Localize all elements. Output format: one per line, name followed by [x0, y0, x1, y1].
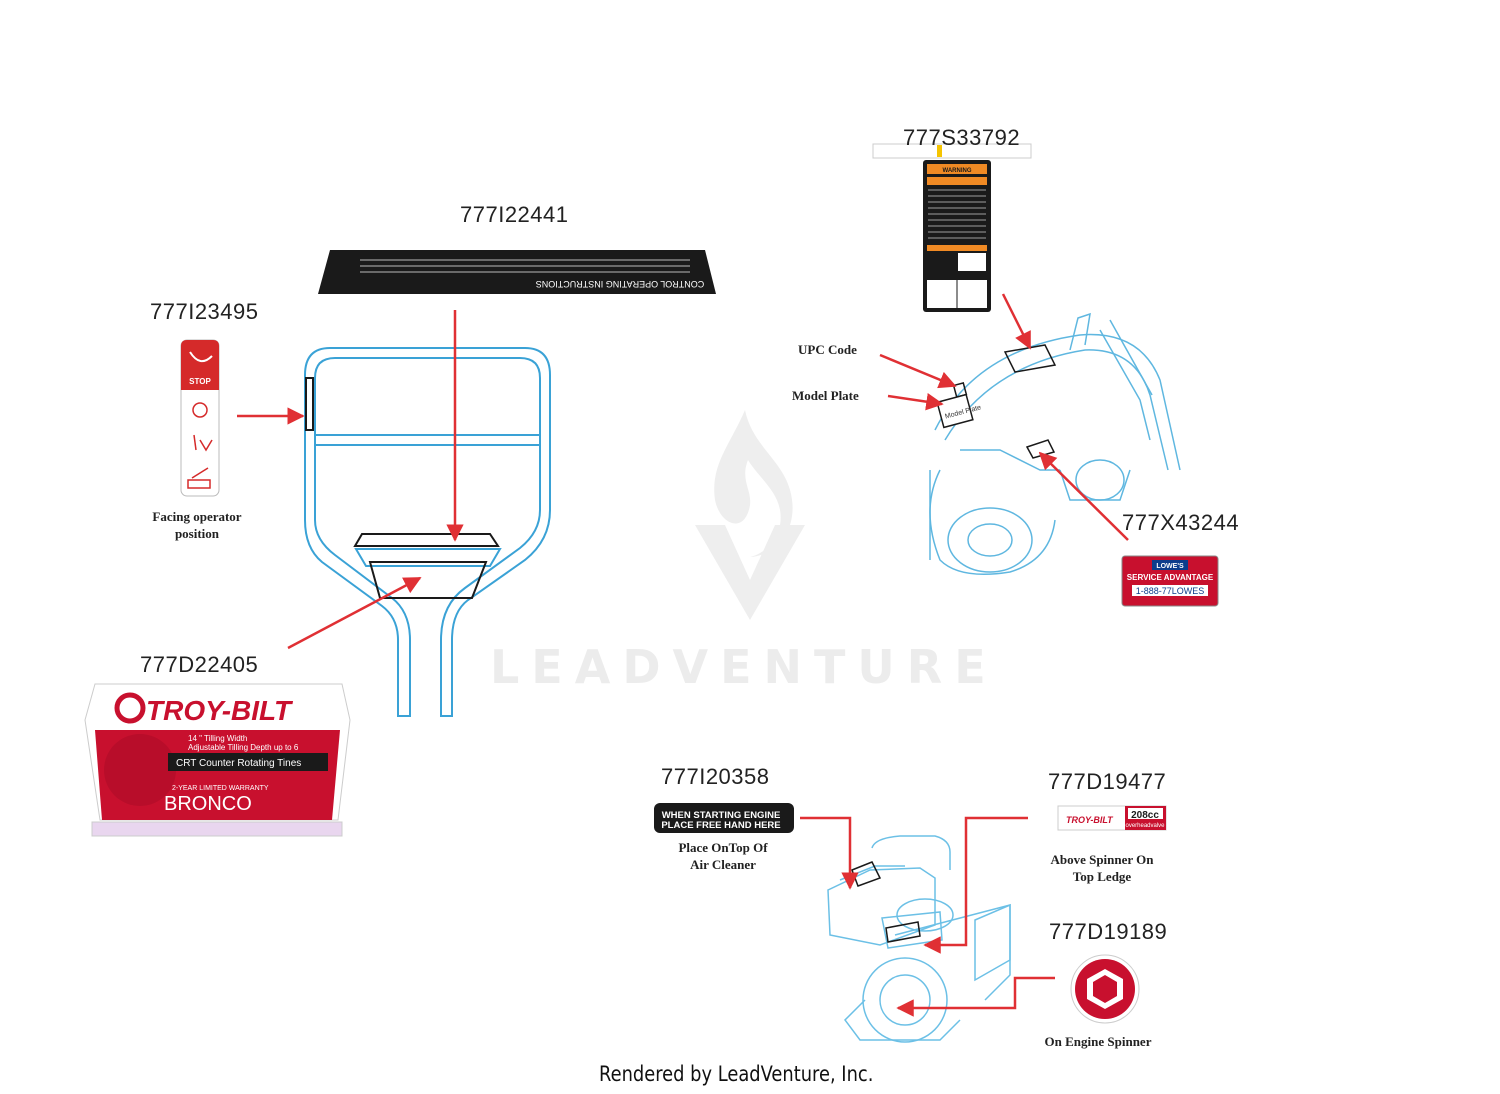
- starting-line1-text: WHEN STARTING ENGINE: [662, 810, 781, 821]
- tilling-width-text: 14 " Tilling Width: [188, 734, 247, 743]
- watermark-logo-icon: [690, 405, 810, 630]
- caption-upc-code: UPC Code: [798, 342, 857, 357]
- tilling-depth-text: Adjustable Tilling Depth up to 6: [188, 743, 299, 752]
- caption-on-engine-spinner: On Engine Spinner: [1044, 1034, 1152, 1049]
- footer-credit: Rendered by LeadVenture, Inc.: [599, 1062, 874, 1086]
- lowes-brand-text: LOWE'S: [1156, 563, 1184, 570]
- caption-place-on-top: Place OnTop Of Air Cleaner: [678, 840, 768, 872]
- decal-777D19189: [1070, 954, 1140, 1024]
- decal-777X43244: LOWE'S SERVICE ADVANTAGE 1-888-77LOWES: [1121, 555, 1219, 607]
- decal-777S33792: WARNING: [872, 143, 1032, 312]
- decal-777I22441-header: CONTROL OPERATING INSTRUCTIONS: [536, 279, 705, 289]
- decal-777I23495: STOP: [180, 339, 220, 497]
- engine-sub-text: overheadvalve: [1125, 823, 1165, 829]
- decal-777D22405: TROY-BILT 14 " Tilling Width Adjustable …: [84, 683, 351, 837]
- service-advantage-text: SERVICE ADVANTAGE: [1127, 573, 1214, 582]
- engine-outline: [827, 835, 1011, 1043]
- engine-brand-text: TROY-BILT: [1066, 815, 1114, 825]
- part-number-777D22405: 777D22405: [140, 652, 259, 677]
- decal-777D19477: TROY-BILT 208cc overheadvalve: [1057, 805, 1167, 831]
- caption-facing-operator: Facing operator position: [152, 509, 242, 541]
- tiller-label-slots: Model Plate: [936, 344, 1057, 459]
- caption-model-plate: Model Plate: [792, 388, 859, 403]
- tiller-handle-outline: [304, 347, 551, 717]
- troy-bilt-logo-text: TROY-BILT: [146, 695, 294, 726]
- decal-777I22441: CONTROL OPERATING INSTRUCTIONS: [318, 250, 716, 294]
- warranty-text: 2-YEAR LIMITED WARRANTY: [172, 785, 269, 792]
- decal-777I20358: WHEN STARTING ENGINE PLACE FREE HAND HER…: [654, 803, 794, 833]
- tines-text: CRT Counter Rotating Tines: [176, 758, 301, 769]
- decal-777I23495-stop: STOP: [189, 377, 211, 386]
- part-number-777S33792: 777S33792: [903, 125, 1021, 150]
- callout-arrows: [237, 293, 1129, 1017]
- caption-above-spinner: Above Spinner On Top Ledge: [1050, 852, 1154, 884]
- part-number-777D19477: 777D19477: [1048, 769, 1167, 794]
- part-number-777X43244: 777X43244: [1122, 510, 1240, 535]
- lowes-phone-text: 1-888-77LOWES: [1136, 586, 1205, 596]
- part-number-777D19189: 777D19189: [1049, 919, 1168, 944]
- tiller-outline: [929, 312, 1181, 575]
- part-number-777I23495: 777I23495: [150, 299, 259, 324]
- part-number-777I20358: 777I20358: [661, 764, 770, 789]
- starting-line2-text: PLACE FREE HAND HERE: [661, 820, 780, 831]
- part-number-777I22441: 777I22441: [460, 202, 569, 227]
- handle-decal-slots: [305, 377, 502, 599]
- warning-header-text: WARNING: [943, 168, 972, 174]
- bronco-text: BRONCO: [164, 793, 252, 815]
- watermark-text: LEADVENTURE: [490, 640, 998, 694]
- engine-cc-text: 208cc: [1131, 810, 1159, 821]
